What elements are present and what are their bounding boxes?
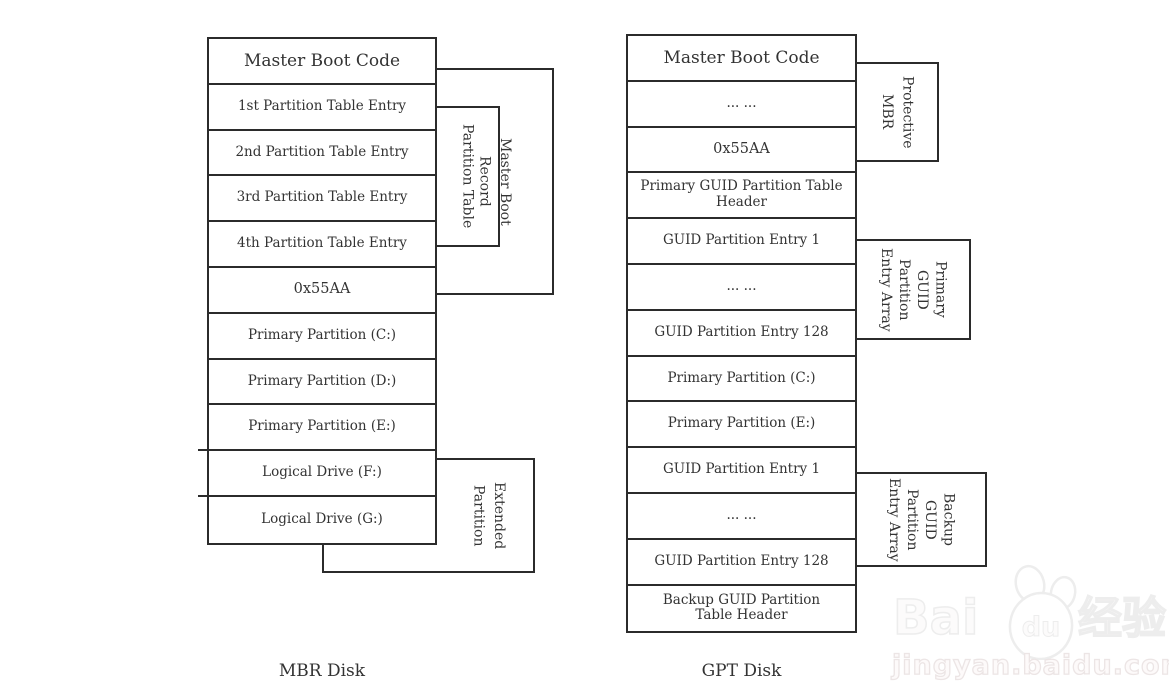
gpt-row: ... ... — [628, 81, 855, 128]
svg-text:du: du — [1022, 612, 1061, 643]
protective-mbr-group-box: Protective MBR — [855, 62, 939, 162]
gpt-row: Primary GUID Partition Table Header — [628, 173, 855, 220]
gpt-row: Master Boot Code — [628, 36, 855, 82]
logical-drive-tick — [198, 495, 207, 497]
gpt-row: GUID Partition Entry 128 — [628, 310, 855, 357]
gpt-row: GUID Partition Entry 128 — [628, 539, 855, 586]
extended-partition-label: Extended Partition — [470, 481, 507, 550]
watermark-cn-text: 经验 — [1077, 592, 1167, 645]
mbr-row: 3rd Partition Table Entry — [209, 176, 435, 223]
partition-table-label: Partition Table — [459, 124, 476, 229]
mbr-row: Primary Partition (E:) — [209, 405, 435, 452]
partition-table-group-box: Partition Table — [435, 106, 500, 247]
gpt-row: GUID Partition Entry 1 — [628, 448, 855, 494]
primary-guid-array-group-box: Primary GUID Partition Entry Array — [855, 239, 971, 340]
mbr-disk-column: Master Boot Code 1st Partition Table Ent… — [207, 37, 437, 545]
gpt-row: Primary Partition (C:) — [628, 356, 855, 403]
master-boot-record-label: Master Boot Record — [476, 137, 513, 226]
mbr-row: 2nd Partition Table Entry — [209, 130, 435, 177]
mbr-row: 0x55AA — [209, 267, 435, 314]
mbr-row: 1st Partition Table Entry — [209, 84, 435, 131]
mbr-row: Primary Partition (D:) — [209, 359, 435, 406]
mbr-row: Primary Partition (C:) — [209, 313, 435, 360]
protective-mbr-label: Protective MBR — [879, 75, 916, 149]
baidu-jingyan-watermark: Bai du 经验 jingyan.baidu.com — [888, 552, 1169, 692]
gpt-row: 0x55AA — [628, 127, 855, 174]
mbr-disk-label: MBR Disk — [278, 661, 366, 681]
mbr-row: Master Boot Code — [209, 39, 435, 85]
backup-guid-array-group-box: Backup GUID Partition Entry Array — [855, 472, 987, 567]
gpt-row: ... ... — [628, 493, 855, 540]
primary-guid-array-label: Primary GUID Partition Entry Array — [877, 247, 949, 332]
mbr-row: Logical Drive (G:) — [209, 496, 435, 543]
watermark-url-text: jingyan.baidu.com — [891, 649, 1169, 681]
baidu-paw-icon: du — [1008, 564, 1077, 660]
mbr-row: 4th Partition Table Entry — [209, 222, 435, 268]
mbr-row: Logical Drive (F:) — [209, 451, 435, 497]
gpt-row: Backup GUID Partition Table Header — [628, 585, 855, 632]
logical-drive-tick — [198, 449, 207, 451]
gpt-row: Primary Partition (E:) — [628, 402, 855, 449]
backup-guid-array-label: Backup GUID Partition Entry Array — [885, 477, 957, 562]
watermark-brand-text: Bai — [892, 589, 979, 647]
gpt-row: GUID Partition Entry 1 — [628, 219, 855, 265]
gpt-row: ... ... — [628, 264, 855, 311]
gpt-disk-column: Master Boot Code ... ... 0x55AA Primary … — [626, 34, 857, 634]
gpt-disk-label: GPT Disk — [701, 661, 782, 681]
